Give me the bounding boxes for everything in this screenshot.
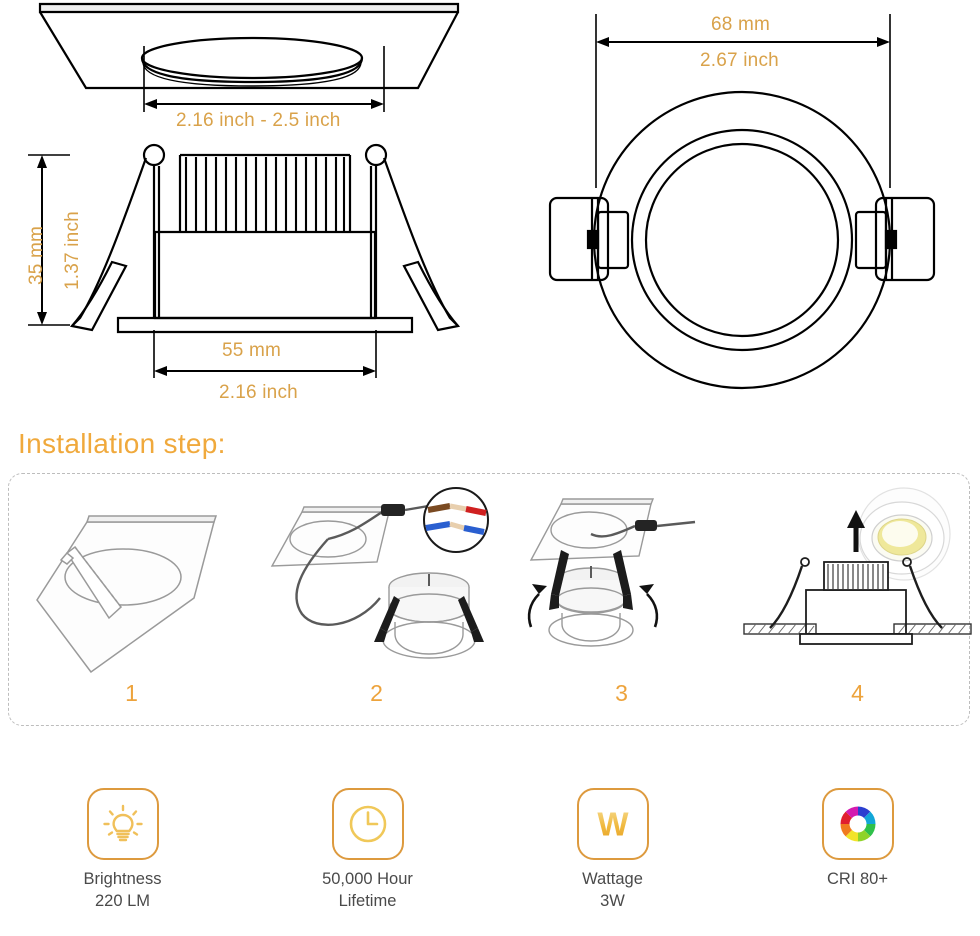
cutout-dimension-label: 2.16 inch - 2.5 inch <box>176 110 341 131</box>
up-arrow-icon <box>847 510 865 552</box>
brightness-label: Brightness 220 LM <box>83 870 162 910</box>
trim-width-extension-lines <box>595 14 891 188</box>
installation-step-2: 2 <box>254 474 499 725</box>
heatsink-fins <box>184 157 346 231</box>
spring-clips <box>69 143 461 332</box>
wire-detail-magnifier <box>423 487 489 553</box>
feature-lifetime: 50,000 Hour Lifetime <box>245 788 490 936</box>
installation-heading: Installation step: <box>18 428 226 459</box>
lightbulb-icon <box>102 804 143 842</box>
cutout-extension-lines <box>143 46 385 112</box>
spring-clip-icon <box>374 596 484 642</box>
cutout-dimension-arrow <box>144 99 384 109</box>
fold-springs-illustration <box>527 498 696 647</box>
step-number-4: 4 <box>851 680 864 706</box>
trim-width-dimension-arrow <box>596 37 890 47</box>
wire-connector-icon <box>381 504 405 516</box>
step-number-2: 2 <box>370 680 383 706</box>
height-dimension-arrow <box>28 154 70 326</box>
trim-side-view <box>38 2 460 90</box>
trim-width-mm-label: 68 mm <box>711 14 771 35</box>
cri-label: CRI 80+ <box>827 870 888 888</box>
wattage-label: Wattage 3W <box>582 870 643 910</box>
step-number-3: 3 <box>615 680 628 706</box>
body-width-inch-label: 2.16 inch <box>219 382 298 403</box>
body-width-extension-lines <box>153 330 377 378</box>
body-width-dimension-arrow <box>154 366 376 376</box>
trim-width-inch-label: 2.67 inch <box>700 50 779 71</box>
step-number-1: 1 <box>125 680 138 706</box>
lit-lamp-preview <box>857 487 951 581</box>
connect-wires-illustration <box>270 487 489 659</box>
color-wheel-segments <box>837 804 878 844</box>
feature-specs-row: Brightness 220 LM 50,000 Hour Lifetime <box>0 788 980 936</box>
brightness-icon-box <box>86 788 159 860</box>
feature-wattage: W Wattage 3W <box>490 788 735 936</box>
lifetime-icon-box <box>331 788 404 860</box>
push-into-ceiling-illustration <box>743 487 972 645</box>
installation-step-4: 4 <box>743 474 972 725</box>
body-width-mm-label: 55 mm <box>222 340 282 361</box>
wire-connector-icon <box>635 520 657 531</box>
dimension-drawings: 2.16 inch - 2.5 inch 35 mm 1.37 inch 55 … <box>0 0 980 420</box>
color-wheel-icon <box>837 804 878 844</box>
feature-cri: CRI 80+ <box>735 788 980 936</box>
trim-front-view <box>548 90 936 390</box>
svg-text:W: W <box>597 806 629 843</box>
clock-icon <box>349 805 386 843</box>
saw-icon <box>59 545 123 620</box>
wattage-icon-box: W <box>576 788 649 860</box>
installed-fixture <box>769 557 943 645</box>
height-inch-label: 1.37 inch <box>62 211 83 290</box>
dimension-drawing-svg <box>28 2 936 390</box>
ceiling-board <box>743 623 972 635</box>
rotate-arrow-icon <box>527 593 659 628</box>
height-mm-label: 35 mm <box>26 225 47 285</box>
feature-brightness: Brightness 220 LM <box>0 788 245 936</box>
cri-icon-box <box>821 788 894 860</box>
installation-step-3: 3 <box>499 474 744 725</box>
installation-step-1: 1 <box>9 474 254 725</box>
cut-hole-illustration <box>36 515 218 674</box>
installation-steps-panel: 1 <box>8 473 972 726</box>
spring-clip-icon <box>549 550 633 610</box>
lifetime-label: 50,000 Hour Lifetime <box>322 870 413 910</box>
watt-letter-icon: W <box>597 806 629 843</box>
